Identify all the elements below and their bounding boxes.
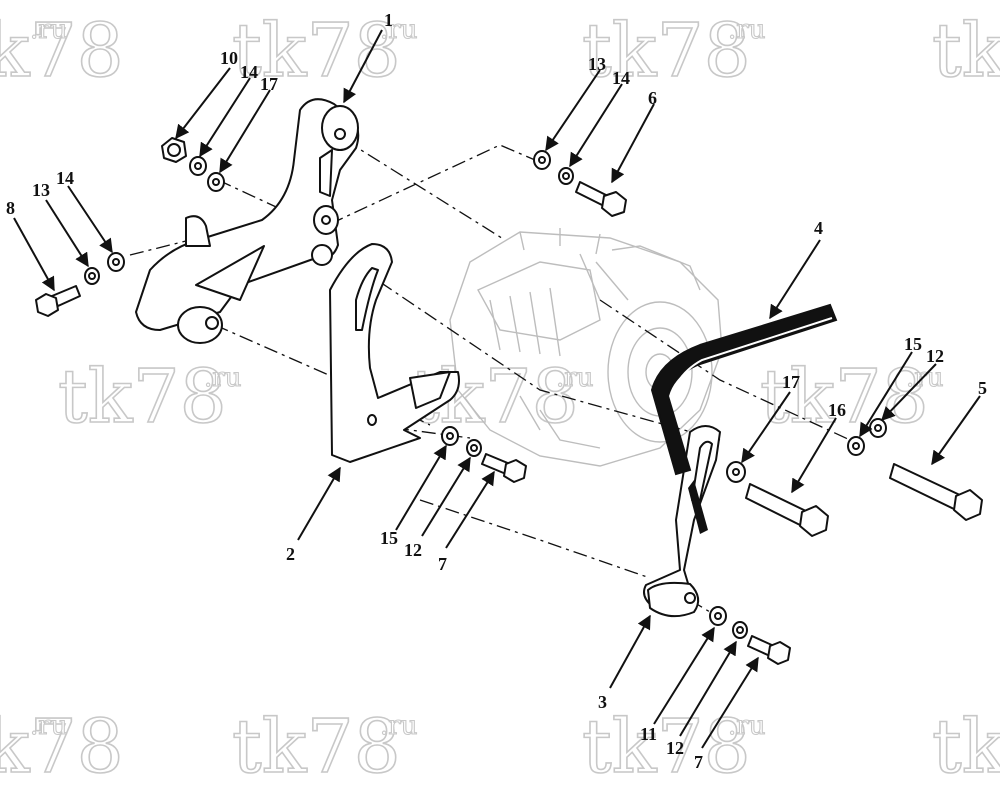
washer [466, 439, 482, 457]
svg-text:.ru: .ru [728, 711, 765, 741]
hex-nut [161, 137, 187, 163]
callout-labels: 1 2 3 4 5 6 7 7 8 10 11 12 12 12 13 13 1… [6, 10, 987, 772]
callout-13: 13 [588, 54, 606, 74]
washer [732, 621, 748, 639]
watermark: tk78 [931, 703, 1000, 786]
upper-mounting-bracket [135, 98, 360, 344]
callout-8: 8 [6, 198, 15, 218]
washer [558, 167, 574, 185]
watermark: tk78 .ru [0, 703, 125, 786]
svg-text:.ru: .ru [30, 711, 67, 741]
callout-14: 14 [56, 168, 74, 188]
bolt [575, 181, 627, 217]
callout-16: 16 [828, 400, 846, 420]
washer [847, 436, 865, 456]
svg-text:tk78: tk78 [58, 354, 227, 440]
callout-4: 4 [814, 218, 823, 238]
callout-12: 12 [666, 738, 684, 758]
watermark: tk78 .ru [581, 7, 766, 95]
lower-link-bracket [643, 425, 721, 618]
washer [207, 172, 225, 192]
callout-5: 5 [978, 378, 987, 398]
callout-12: 12 [926, 346, 944, 366]
svg-text:.ru: .ru [380, 15, 417, 45]
svg-text:.ru: .ru [556, 363, 593, 393]
callout-15: 15 [380, 528, 398, 548]
watermark: tk78 [931, 7, 1000, 95]
washer [441, 426, 459, 446]
callout-11: 11 [640, 724, 657, 744]
svg-text:.ru: .ru [906, 363, 943, 393]
drive-belt [650, 303, 838, 534]
washer [107, 252, 125, 272]
svg-text:.ru: .ru [728, 15, 765, 45]
callout-1: 1 [384, 10, 393, 30]
callout-17: 17 [782, 372, 800, 392]
callout-13: 13 [32, 180, 50, 200]
callout-2: 2 [286, 544, 295, 564]
bolt [889, 463, 983, 521]
bolt [35, 285, 81, 317]
watermark-layer: tk78 .ru tk78 .ru tk78 .ru tk78 tk78 .ru… [0, 7, 1000, 786]
svg-text:.ru: .ru [380, 711, 417, 741]
callout-14: 14 [612, 68, 630, 88]
watermark: tk78 .ru [57, 353, 242, 441]
callout-15: 15 [904, 334, 922, 354]
callout-7: 7 [694, 752, 703, 772]
callout-14: 14 [240, 62, 258, 82]
svg-text:tk78: tk78 [232, 704, 401, 786]
fasteners [35, 137, 983, 665]
callout-12: 12 [404, 540, 422, 560]
leader-lines [13, 29, 981, 749]
svg-text:tk78: tk78 [582, 8, 751, 94]
watermark: tk78 .ru [231, 703, 418, 786]
washer [869, 418, 887, 438]
washer [709, 606, 727, 626]
watermark: tk78 .ru [231, 7, 418, 95]
washer [726, 461, 746, 483]
svg-text:.ru: .ru [204, 363, 241, 393]
alternator-ghost [449, 228, 723, 467]
bolt [745, 483, 829, 537]
svg-text:.ru: .ru [30, 15, 67, 45]
washer [189, 156, 207, 176]
watermark: tk78 .ru [581, 703, 766, 786]
callout-6: 6 [648, 88, 657, 108]
washer [533, 150, 551, 170]
bolt [747, 635, 791, 665]
svg-text:tk78: tk78 [932, 704, 1000, 786]
callout-7: 7 [438, 554, 447, 574]
callout-17: 17 [260, 74, 278, 94]
watermark: tk78 .ru [0, 7, 125, 95]
svg-text:tk78: tk78 [932, 8, 1000, 94]
svg-text:tk78: tk78 [232, 8, 401, 94]
svg-text:tk78: tk78 [582, 704, 751, 786]
adjusting-bracket [329, 243, 460, 463]
callout-3: 3 [598, 692, 607, 712]
svg-text:tk78: tk78 [0, 704, 124, 786]
svg-text:tk78: tk78 [0, 8, 124, 94]
callout-10: 10 [220, 48, 238, 68]
bolt [481, 453, 527, 483]
washer [84, 267, 100, 285]
